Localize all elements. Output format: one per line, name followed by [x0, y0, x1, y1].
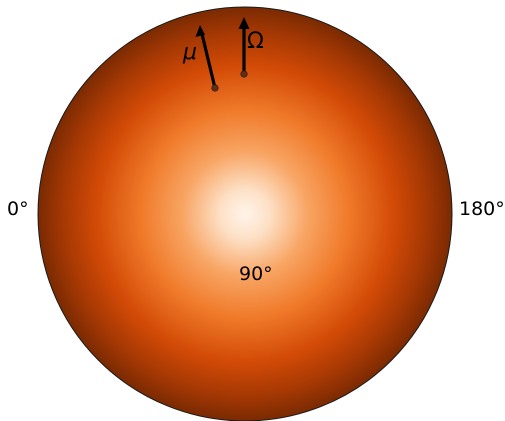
mu-vector: μ — [182, 25, 219, 92]
mu-arrow-shaft — [200, 33, 217, 89]
mu-vector-base — [211, 84, 219, 92]
omega-vector-base — [240, 70, 248, 78]
omega-arrowhead — [238, 17, 250, 29]
mu-label: μ — [182, 40, 197, 65]
label-90-degrees: 90° — [239, 263, 273, 285]
omega-label: Ω — [247, 29, 264, 54]
mu-arrowhead — [195, 25, 205, 37]
stellar-disk — [37, 6, 453, 421]
label-180-degrees: 180° — [459, 198, 505, 220]
label-0-degrees: 0° — [7, 198, 29, 220]
omega-vector: Ω — [238, 17, 264, 78]
